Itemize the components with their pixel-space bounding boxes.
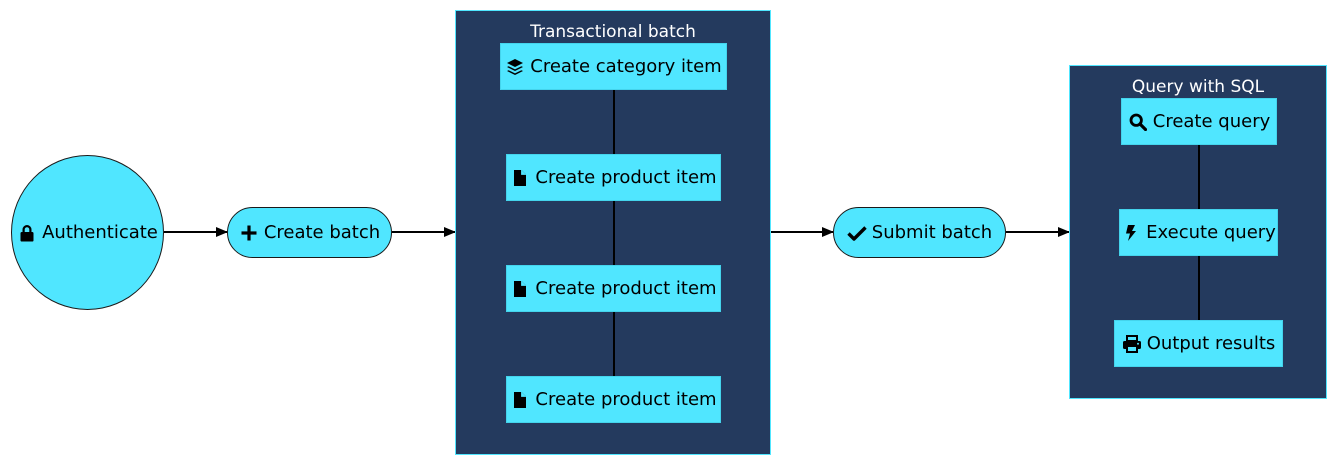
submit-batch-label: Submit batch <box>871 222 993 243</box>
output-results-label: Output results <box>1146 333 1276 354</box>
file-icon <box>510 390 530 410</box>
layers-icon <box>505 57 525 77</box>
create-category-item-node: Create category item <box>500 43 727 90</box>
create-product-item-node-1: Create product item <box>506 154 721 201</box>
query-with-sql-group: Query with SQL Create query Execute quer… <box>1069 65 1327 399</box>
create-batch-node: Create batch <box>227 207 392 258</box>
checkmark-icon <box>847 223 867 243</box>
authenticate-node: Authenticate <box>11 155 164 310</box>
printer-icon <box>1122 334 1142 354</box>
lock-icon <box>17 223 37 243</box>
create-query-label: Create query <box>1152 111 1271 132</box>
plus-icon <box>239 223 259 243</box>
authenticate-label: Authenticate <box>42 222 158 243</box>
create-query-node: Create query <box>1121 98 1277 145</box>
create-category-item-label: Create category item <box>530 56 722 77</box>
create-product-item-label-1: Create product item <box>535 167 717 188</box>
file-icon <box>510 279 530 299</box>
create-batch-label: Create batch <box>263 222 381 243</box>
query-with-sql-title: Query with SQL <box>1131 77 1265 97</box>
transactional-batch-title: Transactional batch <box>530 22 696 42</box>
search-icon <box>1128 112 1148 132</box>
execute-query-node: Execute query <box>1119 209 1278 256</box>
lightning-bolt-icon <box>1121 223 1141 243</box>
file-icon <box>510 168 530 188</box>
query-with-sql-connectors <box>1198 145 1200 320</box>
transactional-batch-group: Transactional batch Create category item… <box>455 10 771 455</box>
create-product-item-node-2: Create product item <box>506 265 721 312</box>
create-product-item-label-3: Create product item <box>535 389 717 410</box>
submit-batch-node: Submit batch <box>833 207 1006 258</box>
transactional-batch-connectors <box>613 90 615 376</box>
output-results-node: Output results <box>1114 320 1283 367</box>
create-product-item-node-3: Create product item <box>506 376 721 423</box>
create-product-item-label-2: Create product item <box>535 278 717 299</box>
execute-query-label: Execute query <box>1146 222 1276 243</box>
